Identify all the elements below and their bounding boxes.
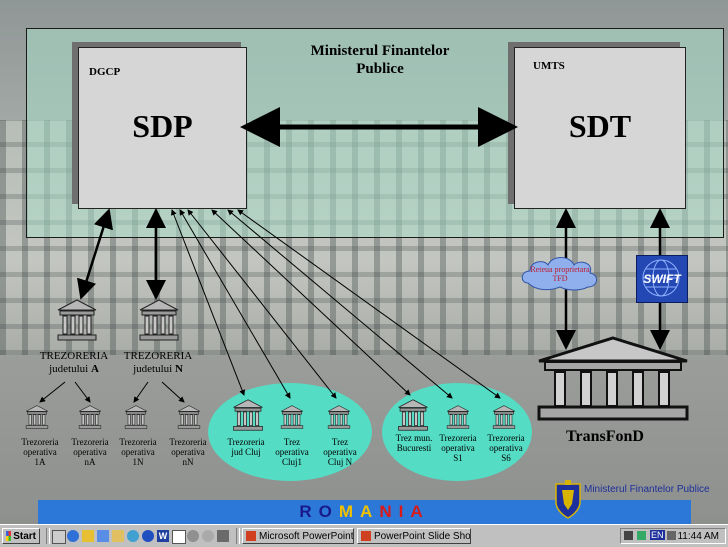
romania-text: ROMANIA [38, 502, 691, 522]
word-icon[interactable]: W [157, 530, 169, 542]
bank-icon [280, 405, 304, 429]
bank-icon [233, 399, 263, 431]
transfond-bank-icon [537, 336, 689, 421]
ministry-title: Ministerul Finantelor Publice [280, 42, 480, 78]
romania-letter: M [338, 502, 361, 521]
language-indicator[interactable]: EN [650, 530, 665, 540]
bucuresti-group-ellipse [382, 383, 532, 481]
ministry-title-line1: Ministerul Finantelor [310, 43, 450, 59]
browser-icon[interactable] [142, 530, 154, 542]
cloud-icon [521, 257, 597, 291]
bank-icon [177, 405, 201, 429]
powerpoint-icon [246, 531, 256, 541]
bank-icon [139, 299, 179, 341]
transfond-label: TransFonD [566, 428, 644, 445]
ie-icon[interactable] [67, 530, 79, 542]
taskbar-window-slideshow[interactable]: PowerPoint Slide Show - [Pre... [357, 528, 471, 544]
bank-icon [446, 405, 470, 429]
romania-letter: A [360, 502, 380, 521]
romania-letter: I [398, 502, 411, 521]
network-icon[interactable] [217, 530, 229, 542]
dgcp-label: DGCP [89, 66, 121, 78]
bucuresti-mun-label: Trez mun.Bucuresti [395, 433, 433, 453]
taskbar-separator [236, 528, 240, 544]
media-icon[interactable] [187, 530, 199, 542]
swift-label: SWIFT [643, 272, 681, 286]
romania-letter: A [410, 502, 430, 521]
connection-arrows [39, 107, 670, 403]
folder-icon[interactable] [112, 530, 124, 542]
slide: Ministerul Finantelor Publice DGCP SDP U… [0, 0, 728, 524]
sdt-box: UMTS SDT [514, 47, 686, 209]
windows-logo-icon [6, 531, 12, 541]
bank-icon [57, 299, 97, 341]
taskbar-window-powerpoint[interactable]: Microsoft PowerPoint - [P... [242, 528, 354, 544]
taskbar: Start W Microsoft PowerPoint - [P... Pow… [0, 524, 728, 547]
romania-letter: R [299, 502, 319, 521]
volume-icon[interactable] [624, 531, 633, 540]
cloud-icon[interactable] [202, 530, 214, 542]
sdp-county-a-arrow [77, 208, 113, 300]
romania-letter: N [379, 502, 399, 521]
desktop-icon[interactable] [52, 530, 66, 544]
start-button[interactable]: Start [2, 528, 40, 544]
system-tray: EN 11:44 AM [620, 528, 726, 544]
bank-icon [327, 405, 351, 429]
powerpoint-icon [361, 531, 371, 541]
globe-icon [642, 259, 680, 297]
channel-icon[interactable] [97, 530, 109, 542]
outlook-icon[interactable] [82, 530, 94, 542]
county-a-label: TREZORERIA judetului A [39, 350, 109, 375]
bank-icon [398, 399, 428, 431]
romania-banner: ROMANIA [38, 500, 691, 524]
county-n-label: TREZORERIA judetului N [123, 350, 193, 375]
romania-letter: O [318, 502, 339, 521]
cluj-group-ellipse [208, 383, 372, 481]
sdt-label: SDT [568, 108, 632, 144]
taskbar-separator [46, 528, 50, 544]
printer-icon[interactable] [667, 531, 676, 540]
doc-icon[interactable] [172, 530, 186, 544]
bank-icon [492, 405, 516, 429]
sdp-label: SDP [132, 108, 193, 144]
bank-icon [124, 405, 148, 429]
swift-logo: SWIFT [636, 255, 688, 303]
bank-icon [25, 405, 49, 429]
umts-label: UMTS [533, 60, 565, 72]
bank-icon [78, 405, 102, 429]
monitor-icon[interactable] [637, 531, 646, 540]
search-icon[interactable] [127, 530, 139, 542]
ministry-title-line2: Publice [356, 61, 404, 77]
mfp-text: Ministerul Finantelor Publice [584, 484, 710, 495]
clock: 11:44 AM [677, 531, 719, 542]
coat-of-arms-icon [555, 480, 581, 519]
